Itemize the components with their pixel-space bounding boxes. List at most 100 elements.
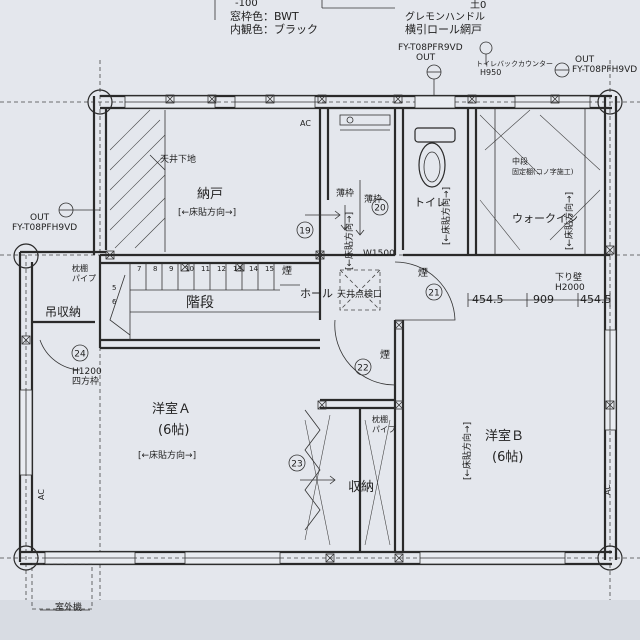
walkin-shelving xyxy=(479,108,601,255)
room-label-hall: ホール xyxy=(300,287,333,300)
dimension-3: 454.5 xyxy=(580,293,612,306)
window-north-3 xyxy=(414,95,456,109)
makura-label-2: 枕棚 xyxy=(372,414,388,424)
ceiling-hatch xyxy=(109,109,166,252)
door-swing-22 xyxy=(334,319,396,386)
door-number: 19 xyxy=(299,227,311,237)
smoke-detector-1: 煙 xyxy=(282,265,292,277)
header-frame-color: 窓枠色：BWT xyxy=(230,9,299,23)
room-label-b-size: (6帖) xyxy=(492,450,523,465)
room-label-walkin: ウォークイン xyxy=(512,212,578,225)
door-number-circle xyxy=(371,198,389,216)
toilet-counter-height: H950 xyxy=(480,68,501,77)
header-inner-color: 内観色：ブラック xyxy=(230,22,318,36)
arrow-icon xyxy=(355,180,365,236)
walkin-chudan: 中段 xyxy=(512,156,528,166)
room-label-b: 洋室Ｂ xyxy=(485,428,524,444)
door-number: 23 xyxy=(291,460,302,470)
column-markers xyxy=(21,94,615,563)
door-number-circle xyxy=(296,221,314,239)
header-screen: 横引ロール網戸 xyxy=(405,22,482,36)
toilet-counter-label: トイレバックカウンター xyxy=(476,59,553,68)
corner-column-se xyxy=(597,545,623,571)
floor-dir-b: [←床貼方向→] xyxy=(461,422,473,480)
stair-step-number: 10 xyxy=(185,265,194,273)
paper-shadow xyxy=(0,600,640,640)
stair-label: 階段 xyxy=(186,295,214,311)
header-top-right: 土0 xyxy=(470,0,486,11)
door-number-circle xyxy=(71,344,89,362)
closet-fixture xyxy=(339,114,391,131)
door-number: 21 xyxy=(428,289,439,299)
header-handle: グレモンハンドル xyxy=(405,10,485,23)
floor-dir-toilet: [←床貼方向→] xyxy=(440,187,452,245)
room-label-a: 洋室Ａ xyxy=(152,401,191,417)
room-label-shuno: 収納 xyxy=(348,480,374,495)
arrow-icon xyxy=(305,210,341,220)
smoke-detector-2: 煙 xyxy=(418,267,428,279)
stair-step-number: 11 xyxy=(201,265,210,273)
vent-top-right-model: FY-T08PFH9VD xyxy=(572,65,637,75)
ac-label-1: AC xyxy=(300,119,311,128)
vent-top-right-out: OUT xyxy=(575,55,595,65)
room-label-toilet: トイレ xyxy=(414,196,447,209)
ceiling-access-label: 天井点検口 xyxy=(337,288,382,300)
arrow-icon xyxy=(340,205,350,231)
door-number-circle xyxy=(354,358,372,376)
usuwaku-2: 薄枠 xyxy=(364,193,382,205)
outdoor-unit-box xyxy=(31,563,93,610)
ac-label-2: AC xyxy=(37,489,46,500)
vent-left-model: FY-T08PFH9VD xyxy=(12,223,77,233)
room-label-a-size: (6帖) xyxy=(158,423,189,438)
shiho-label: 四方枠 xyxy=(72,375,99,387)
door-number-circle xyxy=(288,454,306,472)
room-label-nando: 納戸 xyxy=(197,187,223,202)
vent-left-out: OUT xyxy=(30,213,50,223)
corner-column-sw xyxy=(13,545,39,571)
sagarikabe-height: H2000 xyxy=(555,283,585,293)
sagarikabe-label: 下り壁 xyxy=(555,271,582,283)
closet-a-hatch xyxy=(304,409,391,546)
door-number: 20 xyxy=(374,204,386,214)
stair-step-number: 5 xyxy=(112,284,116,292)
ceiling-access-diag xyxy=(339,269,381,311)
smoke-detector-3: 煙 xyxy=(380,349,390,361)
corner-column-ne xyxy=(597,89,623,115)
stair-step-number: 15 xyxy=(265,265,274,273)
stair-step-number: 13 xyxy=(233,265,242,273)
floor-dir-walkin: [←床貼方向→] xyxy=(563,192,575,250)
w1500-label: W1500 xyxy=(363,249,395,259)
toilet-fixture xyxy=(414,127,456,188)
door-number-markers: 19 20 21 22 23 24 xyxy=(71,198,443,472)
door-number: 24 xyxy=(74,350,86,360)
floor-dir-hall: [←床貼方向→] xyxy=(343,212,355,270)
room-label-tsurishuno: 吊収納 xyxy=(45,305,81,319)
ceiling-access-box xyxy=(339,269,381,311)
vent-top-center-out: OUT xyxy=(416,53,436,63)
walkin-kotei: 固定棚(コノ字施工) xyxy=(512,167,574,176)
vent-top-center-model: FY-T08PFR9VD xyxy=(398,43,463,53)
door-number: 22 xyxy=(357,364,368,374)
pipe-label-1: パイプ xyxy=(72,274,96,283)
stair-step-number: 9 xyxy=(169,265,173,273)
floor-dir-nando: [←床貼方向→] xyxy=(178,206,236,218)
door-swing-21 xyxy=(394,261,456,321)
door-swing-24 xyxy=(39,339,81,371)
stair-step-number: 6 xyxy=(112,298,117,306)
corner-column-nw xyxy=(87,89,113,115)
stair-step-number: 14 xyxy=(249,265,258,273)
dimension-2: 909 xyxy=(533,293,554,306)
ac-label-3: AC xyxy=(603,484,612,495)
pipe-label-2: パイプ xyxy=(372,425,396,434)
door-number-circle xyxy=(425,283,443,301)
dimension-1: 454.5 xyxy=(472,293,504,306)
floor-dir-a: [←床貼方向→] xyxy=(138,449,196,461)
stair-step-number: 7 xyxy=(137,265,141,273)
makura-label-1: 枕棚 xyxy=(72,263,88,273)
window-east xyxy=(604,329,617,431)
corner-column-w xyxy=(13,243,39,269)
leader-line xyxy=(149,154,166,171)
arrow-icon xyxy=(300,475,336,485)
